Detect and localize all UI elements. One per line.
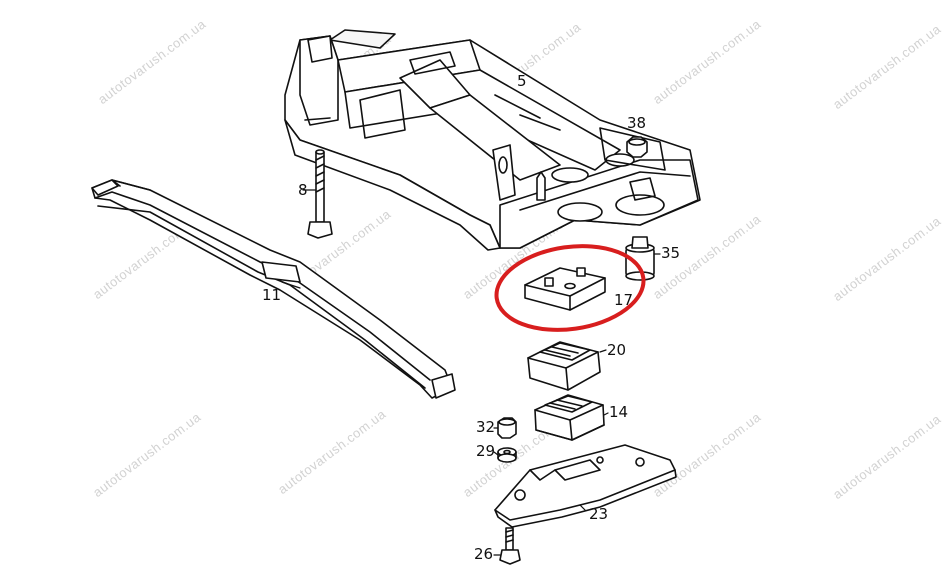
- callout-38: 38: [627, 114, 647, 132]
- callout-11: 11: [262, 286, 282, 304]
- bolt-8-drawing: [307, 149, 333, 239]
- leader-lines: [281, 189, 661, 556]
- callout-20: 20: [607, 341, 627, 359]
- nut-38-drawing: [626, 136, 648, 158]
- callout-26: 26: [474, 545, 494, 563]
- bracket-23-drawing: [494, 444, 677, 528]
- callout-5: 5: [517, 72, 527, 90]
- mount-20-drawing: [527, 341, 601, 391]
- subframe-drawing: [284, 29, 701, 251]
- bump-stop-35-drawing: [625, 236, 655, 281]
- mount-14-drawing: [534, 394, 605, 441]
- callout-29: 29: [476, 442, 496, 460]
- callout-17: 17: [614, 291, 634, 309]
- callout-8: 8: [298, 181, 308, 199]
- washer-29-drawing: [497, 447, 517, 463]
- leaf-spring-11-drawing: [91, 179, 456, 399]
- callout-32: 32: [476, 418, 496, 436]
- callout-35: 35: [661, 244, 681, 262]
- nut-32-drawing: [497, 417, 517, 439]
- spacer-17-drawing: [524, 267, 606, 311]
- callout-14: 14: [609, 403, 629, 421]
- callout-23: 23: [589, 505, 609, 523]
- highlight-ring: [494, 244, 646, 332]
- bolt-26-drawing: [499, 527, 521, 565]
